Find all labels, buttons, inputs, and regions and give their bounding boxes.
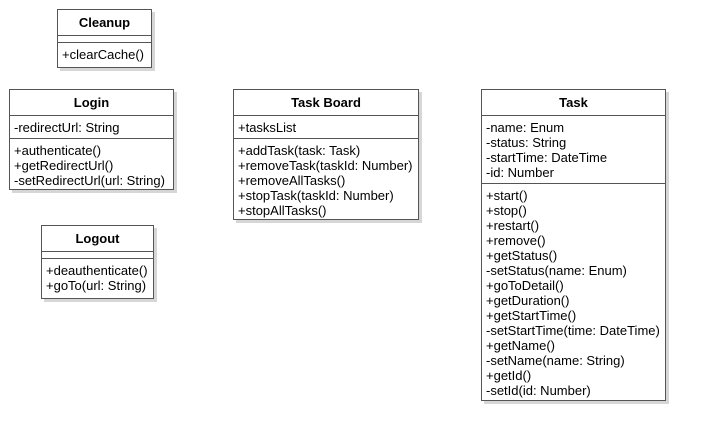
attributes-section: +tasksList	[234, 116, 418, 139]
class-name: Task Board	[234, 90, 418, 116]
attributes-section	[42, 252, 153, 259]
method: +getRedirectUrl()	[14, 158, 114, 173]
method: +restart()	[486, 218, 540, 233]
method: +removeAllTasks()	[238, 173, 346, 188]
method: +getId()	[486, 368, 532, 383]
attributes-section: -name: Enum -status: String -startTime: …	[482, 116, 665, 184]
method: +addTask(task: Task)	[238, 143, 361, 158]
uml-class-login[interactable]: Login -redirectUrl: String +authenticate…	[9, 89, 174, 190]
method: +stopTask(taskId: Number)	[238, 188, 394, 203]
method: +removeTask(taskId: Number)	[238, 158, 413, 173]
methods-section: +deauthenticate() +goTo(url: String)	[42, 259, 153, 296]
uml-class-logout[interactable]: Logout +deauthenticate() +goTo(url: Stri…	[41, 225, 154, 299]
method: +getName()	[486, 338, 555, 353]
method: -setStartTime(time: DateTime)	[486, 323, 660, 338]
method: +clearCache()	[62, 47, 145, 62]
methods-section: +addTask(task: Task) +removeTask(taskId:…	[234, 139, 418, 221]
method: -setRedirectUrl(url: String)	[14, 173, 165, 188]
attribute: -name: Enum	[486, 120, 565, 135]
class-name: Task	[482, 90, 665, 116]
class-name: Cleanup	[58, 10, 151, 36]
uml-class-task-board[interactable]: Task Board +tasksList +addTask(task: Tas…	[233, 89, 419, 220]
methods-section: +authenticate() +getRedirectUrl() -setRe…	[10, 139, 173, 191]
method: +stopAllTasks()	[238, 203, 327, 218]
method: +goTo(url: String)	[46, 278, 147, 293]
attribute: -id: Number	[486, 165, 554, 180]
attributes-section: -redirectUrl: String	[10, 116, 173, 139]
methods-section: +clearCache()	[58, 43, 151, 65]
method: +deauthenticate()	[46, 263, 148, 278]
uml-class-task[interactable]: Task -name: Enum -status: String -startT…	[481, 89, 666, 401]
method: +getStatus()	[486, 248, 558, 263]
method: -setStatus(name: Enum)	[486, 263, 627, 278]
attribute: -redirectUrl: String	[14, 120, 120, 135]
class-name: Logout	[42, 226, 153, 252]
method: -setId(id: Number)	[486, 383, 591, 398]
method: +stop()	[486, 203, 527, 218]
uml-class-cleanup[interactable]: Cleanup +clearCache()	[57, 9, 152, 68]
attributes-section	[58, 36, 151, 43]
attribute: -status: String	[486, 135, 567, 150]
method: +goToDetail()	[486, 278, 564, 293]
attribute: -startTime: DateTime	[486, 150, 608, 165]
method: +remove()	[486, 233, 546, 248]
method: -setName(name: String)	[486, 353, 625, 368]
method: +start()	[486, 188, 528, 203]
class-name: Login	[10, 90, 173, 116]
method: +getDuration()	[486, 293, 570, 308]
methods-section: +start() +stop() +restart() +remove() +g…	[482, 184, 665, 401]
method: +getStartTime()	[486, 308, 577, 323]
attribute: +tasksList	[238, 120, 297, 135]
method: +authenticate()	[14, 143, 102, 158]
